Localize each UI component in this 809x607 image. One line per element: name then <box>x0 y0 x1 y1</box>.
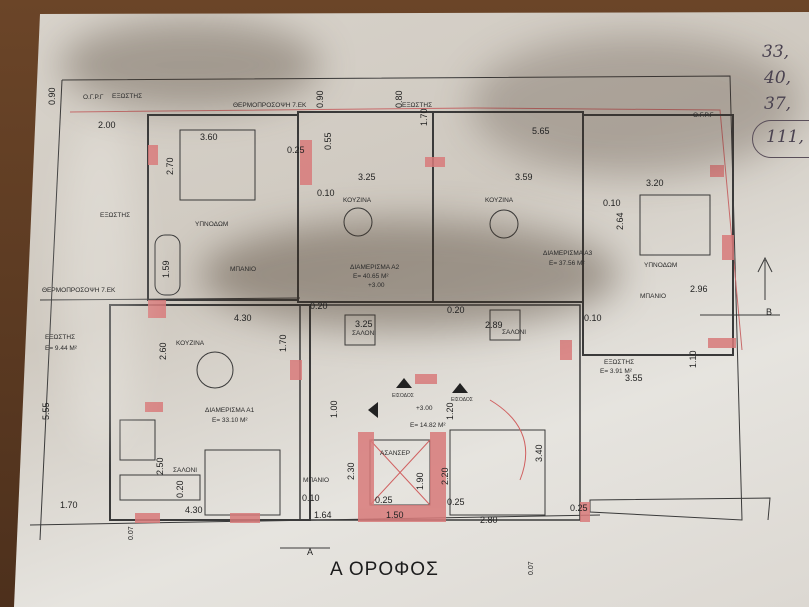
dim: 0.07 <box>128 526 135 540</box>
dim: 2.70 <box>165 157 175 175</box>
apartment-a2-name: ΔΙΑΜΕΡΙΣΜΑ Α2 <box>350 264 400 271</box>
dim: 1.64 <box>314 510 332 520</box>
common-area: Ε= 14.82 Μ² <box>410 422 446 429</box>
dim: 0.90 <box>315 90 325 108</box>
balcony-label: ΕΞΩΣΤΗΣ <box>604 359 635 366</box>
shadow <box>60 20 320 110</box>
ogrg-label: Ο.Γ.Ρ.Γ <box>693 112 714 119</box>
dim: 0.07 <box>528 561 535 575</box>
dim: 2.80 <box>480 515 498 525</box>
dim: 2.64 <box>615 212 625 230</box>
kitchen-label: ΚΟΥΖΙΝΑ <box>343 197 372 204</box>
wall-a1 <box>109 304 311 521</box>
insulation-label: ΘΕΡΜΟΠΡΟΣΟΨΗ 7.ΕΚ <box>42 287 116 294</box>
dim: 4.30 <box>234 313 252 323</box>
dim: 0.25 <box>375 495 393 505</box>
ogrg-label: Ο.Γ.Ρ.Γ <box>83 94 104 101</box>
dim: 0.20 <box>447 305 465 315</box>
bath-label: ΜΠΑΝΙΟ <box>640 293 666 300</box>
bedroom-label: ΥΠΝΟΔΩΜ <box>195 221 229 228</box>
apartment-a1-name: ΔΙΑΜΕΡΙΣΜΑ Α1 <box>205 407 255 414</box>
handwritten-note: 33, <box>762 42 790 62</box>
dim: 1.70 <box>278 334 288 352</box>
elevator-label: ΑΣΑΝΣΕΡ <box>380 450 411 457</box>
light-spot <box>60 120 140 450</box>
right-balcony-area: Ε= 3.91 Μ² <box>600 368 632 375</box>
dim: 1.00 <box>329 400 339 418</box>
apartment-a1-area: Ε= 33.10 Μ² <box>212 417 248 424</box>
balcony-label: ΕΞΩΣΤΗΣ <box>112 93 143 100</box>
dim: 3.25 <box>355 319 373 329</box>
dim: 0.10 <box>302 493 320 503</box>
dim: 2.96 <box>690 284 708 294</box>
apartment-a3-name: ΔΙΑΜΕΡΙΣΜΑ Α3 <box>543 250 593 257</box>
dim: 1.90 <box>415 472 425 490</box>
dim: 0.20 <box>175 480 185 498</box>
bath-label: ΜΠΑΝΙΟ <box>303 477 329 484</box>
apartment-a3-area: Ε= 37.56 Μ² <box>549 260 585 267</box>
dim: 0.10 <box>584 313 602 323</box>
handwritten-total: 111, <box>766 127 804 147</box>
balcony-label: ΕΞΩΣΤΗΣ <box>100 212 131 219</box>
dim: 5.55 <box>41 402 51 420</box>
insulation-label: ΘΕΡΜΟΠΡΟΣΟΨΗ 7.ΕΚ <box>233 102 307 109</box>
dim: 2.60 <box>158 342 168 360</box>
dim: 1.10 <box>688 350 698 368</box>
dim: 3.55 <box>625 373 643 383</box>
dim: 1.59 <box>161 260 171 278</box>
bath-label: ΜΠΑΝΙΟ <box>230 266 256 273</box>
dim: 3.25 <box>358 172 376 182</box>
dim: 5.65 <box>532 126 550 136</box>
dim: 2.89 <box>485 320 503 330</box>
dim: 1.70 <box>419 108 429 126</box>
common-level: +3.00 <box>416 405 433 412</box>
handwritten-note: 40, <box>764 68 792 88</box>
dim: 0.25 <box>570 503 588 513</box>
living-label: ΣΑΛΟΝΙ <box>352 330 377 337</box>
dim: 2.50 <box>155 457 165 475</box>
left-balcony-area: Ε= 9.44 Μ² <box>45 345 77 352</box>
shadow <box>200 220 620 330</box>
dim: 4.30 <box>185 505 203 515</box>
dim: 0.55 <box>323 132 333 150</box>
dim: 0.25 <box>447 497 465 507</box>
dim: 1.50 <box>386 510 404 520</box>
handwritten-circle <box>752 120 809 158</box>
handwritten-note: 37, <box>764 94 792 114</box>
shadow <box>470 35 800 175</box>
bedroom-label: ΥΠΝΟΔΩΜ <box>644 262 678 269</box>
entrance-label: ΕΙΣΟΔΟΣ <box>392 393 414 399</box>
dim: 0.10 <box>317 188 335 198</box>
balcony-label: ΕΞΩΣΤΗΣ <box>45 334 76 341</box>
apartment-a2-area: Ε= 40.65 Μ² <box>353 273 389 280</box>
living-label: ΣΑΛΟΝΙ <box>173 467 198 474</box>
kitchen-label: ΚΟΥΖΙΝΑ <box>176 340 205 347</box>
dim: 1.70 <box>60 500 78 510</box>
dim: 2.30 <box>346 462 356 480</box>
living-label: ΣΑΛΟΝΙ <box>502 329 527 336</box>
kitchen-label: ΚΟΥΖΙΝΑ <box>485 197 514 204</box>
dim: 0.10 <box>603 198 621 208</box>
dim: 2.00 <box>98 120 116 130</box>
dim: 2.20 <box>440 467 450 485</box>
dim: 3.59 <box>515 172 533 182</box>
entrance-label: ΕΙΣΟΔΟΣ <box>451 397 473 403</box>
section-a: A <box>307 547 314 557</box>
insulation-line <box>69 107 743 351</box>
plan-title: Α ΟΡΟΦΟΣ <box>330 559 439 580</box>
dim: 0.25 <box>287 145 305 155</box>
dim: 1.20 <box>445 402 455 420</box>
dim: 3.40 <box>534 444 544 462</box>
dim: 0.90 <box>47 87 57 105</box>
balcony-label: ΕΞΩΣΤΗΣ <box>402 102 433 109</box>
apartment-a2-level: +3.00 <box>368 282 385 289</box>
section-b: B <box>766 307 773 317</box>
dim: 3.60 <box>200 132 218 142</box>
dim: 0.20 <box>310 301 328 311</box>
dim: 3.20 <box>646 178 664 188</box>
